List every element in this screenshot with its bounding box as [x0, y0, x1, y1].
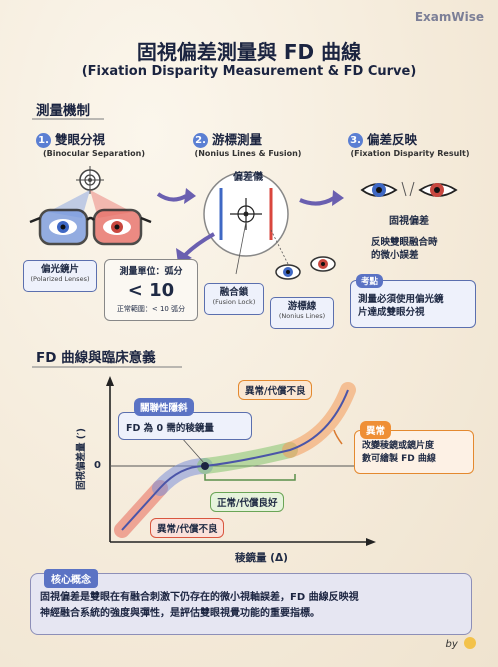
- y-axis-label: 固視偏差量 (′): [76, 428, 87, 490]
- brand-logo: ExamWise: [414, 10, 484, 24]
- step-subtitle: (Nonius Lines & Fusion): [194, 149, 302, 158]
- nonius-tag: 游標線 (Nonius Lines): [270, 297, 334, 329]
- step-2: 2. 游標測量: [193, 129, 262, 148]
- fusion-lock-label: 融合鎖: [219, 287, 249, 298]
- mechanism-illustration: [29, 166, 458, 280]
- unit-card: 測量單位：弧分 < 10 正常範圍：< 10 弧分: [104, 259, 198, 321]
- target-icon: [76, 166, 104, 194]
- core-text-line: 神經融合系統的強度與彈性，是評估雙眼視覺功能的重要指標。: [40, 608, 320, 619]
- byline: by: [446, 637, 476, 650]
- step-title: 游標測量: [212, 132, 263, 147]
- assoc-badge: 關聯性隱斜: [134, 398, 194, 416]
- step-number: 3.: [348, 133, 363, 148]
- polarized-label: 偏光鏡片: [40, 264, 79, 275]
- fd-curve-chart: [106, 376, 376, 546]
- step-title: 偏差反映: [367, 132, 418, 147]
- abnormal-bottom-label: 異常/代償不良: [150, 518, 225, 538]
- assoc-card: [118, 412, 252, 440]
- abnormal-top-label: 異常/代償不良: [238, 380, 313, 400]
- polarized-tag: 偏光鏡片 (Polarized Lenses): [23, 260, 97, 292]
- eye-icon: [275, 256, 336, 280]
- abnormal-right-line: 數可繪製 FD 曲線: [362, 454, 436, 464]
- pointer: [333, 429, 343, 445]
- abnormal-right-line: 改變稜鏡或鏡片度: [362, 441, 435, 451]
- mechanism-heading: 測量機制: [36, 103, 90, 119]
- core-text: 固視偏差是雙眼在有融合刺激下仍存在的微小視軸誤差，FD 曲線反映視 神經融合系統…: [40, 590, 465, 622]
- fusion-lock-tag: 融合鎖 (Fusion Lock): [204, 283, 264, 315]
- exam-text-line: 測量必須使用偏光鏡: [358, 294, 444, 305]
- x-axis-label: 稜鏡量 (Δ): [235, 552, 288, 564]
- polarized-en: (Polarized Lenses): [30, 275, 90, 283]
- core-text-line: 固視偏差是雙眼在有融合刺激下仍存在的微小視軸誤差，FD 曲線反映視: [40, 592, 359, 603]
- exam-badge: 考點: [356, 274, 384, 288]
- abnormal-right-text: 改變稜鏡或鏡片度 數可繪製 FD 曲線: [362, 440, 436, 466]
- nonius-en: (Nonius Lines): [278, 312, 326, 320]
- result-label: 固視偏差: [389, 216, 429, 227]
- exam-text-line: 片達成雙眼分視: [358, 307, 425, 318]
- arrow-icon: [299, 196, 336, 206]
- step-number: 2.: [193, 133, 208, 148]
- assoc-text: FD 為 0 需的稜鏡量: [126, 423, 214, 434]
- abnormal-right-badge: 異常: [360, 421, 392, 439]
- byline-text: by: [445, 639, 458, 650]
- divider: [32, 366, 182, 368]
- result-eyes-icon: [360, 181, 458, 197]
- arrow-icon: [182, 232, 215, 258]
- fixation-device-icon: [203, 171, 289, 257]
- zero-tick: 0: [94, 460, 101, 471]
- exam-text: 測量必須使用偏光鏡 片達成雙眼分視: [358, 293, 444, 319]
- page-title: 固視偏差測量與 FD 曲線: [136, 40, 362, 64]
- result-note-line: 的微小誤差: [371, 250, 419, 261]
- unit-value: < 10: [127, 280, 175, 301]
- core-card: [30, 573, 472, 635]
- step-subtitle: (Fixation Disparity Result): [350, 149, 470, 158]
- step-subtitle: (Binocular Separation): [42, 149, 146, 158]
- step-3: 3. 偏差反映: [348, 129, 417, 148]
- result-note: 反映雙眼融合時 的微小誤差: [371, 236, 438, 262]
- normal-bracket: [204, 474, 296, 481]
- polarized-glasses-icon: [29, 208, 152, 246]
- curve-heading: FD 曲線與臨床意義: [36, 350, 156, 366]
- core-badge: 核心概念: [44, 569, 98, 588]
- step-title: 雙眼分視: [55, 132, 106, 147]
- normal-label: 正常/代償良好: [210, 492, 285, 512]
- fd-curve-line: [121, 389, 349, 531]
- zero-crossing-point: [201, 462, 209, 470]
- step-number: 1.: [36, 133, 51, 148]
- nonius-label: 游標線: [287, 301, 317, 312]
- fusion-lock-en: (Fusion Lock): [212, 298, 256, 306]
- logo-icon: [464, 637, 476, 649]
- step-1: 1. 雙眼分視: [36, 129, 105, 148]
- arrow-icon: [156, 192, 187, 202]
- result-note-line: 反映雙眼融合時: [371, 237, 438, 248]
- divider: [32, 118, 104, 120]
- unit-label: 測量單位：弧分: [119, 267, 183, 277]
- exam-card: [350, 280, 476, 328]
- device-label: 偏差儀: [233, 172, 263, 183]
- unit-range: 正常範圍：< 10 弧分: [116, 305, 186, 313]
- page-subtitle: (Fixation Disparity Measurement & FD Cur…: [81, 64, 417, 79]
